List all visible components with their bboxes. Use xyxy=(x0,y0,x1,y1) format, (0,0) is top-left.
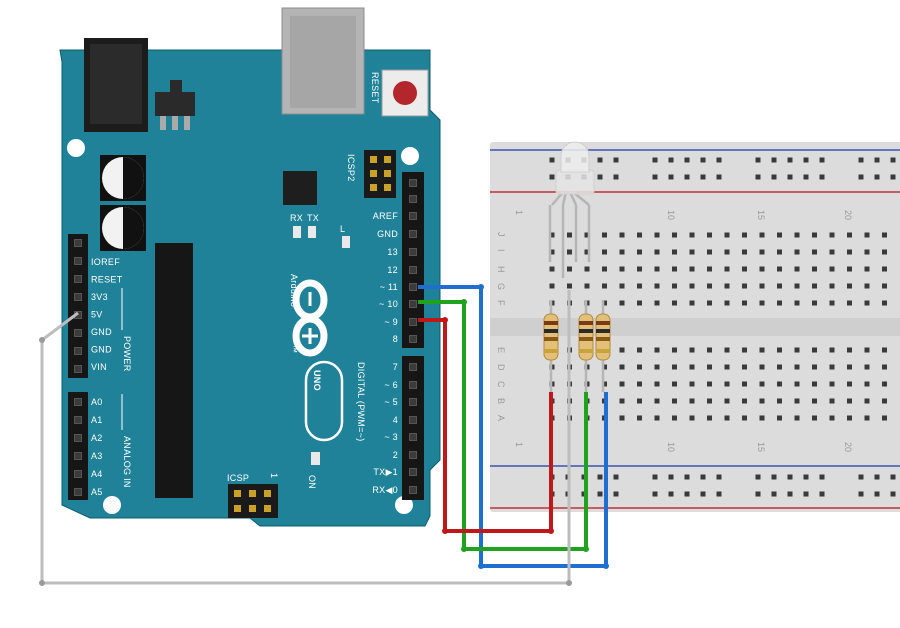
digital-pin-label: GND xyxy=(377,229,398,239)
wires xyxy=(39,284,609,586)
analog-pin-label: A5 xyxy=(91,487,103,497)
digital-pin-label: ~ 3 xyxy=(384,432,398,442)
resistor xyxy=(543,300,559,392)
brand-label: Arduino xyxy=(289,274,299,307)
icsp2-label: ICSP2 xyxy=(346,154,356,182)
row-label: B xyxy=(496,398,506,404)
digital-pin-label: 7 xyxy=(393,362,398,372)
tx-label: TX xyxy=(307,213,319,223)
icsp-header xyxy=(228,484,278,518)
digital-pin-label: 2 xyxy=(393,450,398,460)
icsp-pin1-label: 1 xyxy=(269,473,279,478)
column-number: 1 xyxy=(514,442,524,447)
analog-section-label: ANALOG IN xyxy=(122,436,132,488)
digital-pin-label: ~ 9 xyxy=(384,317,398,327)
column-number: 20 xyxy=(843,442,853,452)
power-pin-label: 5V xyxy=(91,310,103,320)
arduino-logo xyxy=(292,279,328,357)
column-number: 1 xyxy=(514,210,524,215)
power-pin-label: RESET xyxy=(91,275,123,285)
digital-pin-label: 13 xyxy=(387,247,398,257)
row-label: I xyxy=(496,249,506,252)
row-label: F xyxy=(496,300,506,306)
resistors xyxy=(543,300,611,392)
analog-header xyxy=(68,392,88,500)
arduino-uno-board: RESET ICSP2 TX RX L xyxy=(59,7,441,527)
column-number: 15 xyxy=(756,442,766,452)
power-pin-label: VIN xyxy=(91,362,107,372)
column-number: 10 xyxy=(666,442,676,452)
digital-pin-label: ~ 11 xyxy=(380,282,398,292)
digital-label: DIGITAL (PWM=~) xyxy=(356,362,366,442)
trademark-label: ™ xyxy=(289,344,299,353)
analog-pin-label: A3 xyxy=(91,451,103,461)
resistor xyxy=(578,300,594,392)
column-number: 10 xyxy=(666,210,676,220)
power-header xyxy=(68,234,88,378)
breadboard: J I H G F E D C B A 1 1 10 10 15 15 20 20 xyxy=(490,142,900,512)
on-label: ON xyxy=(307,475,317,489)
model-label: UNO xyxy=(312,370,322,391)
row-label: C xyxy=(496,381,506,388)
digital-pin-label: 8 xyxy=(393,334,398,344)
row-label: E xyxy=(496,347,506,353)
digital-pin-label: RX◀0 xyxy=(372,485,398,495)
rx-label: RX xyxy=(290,213,303,223)
row-label: H xyxy=(496,266,506,273)
icsp2-header xyxy=(364,150,396,198)
resistor xyxy=(595,300,611,392)
reset-label: RESET xyxy=(370,72,380,104)
power-pin-label: 3V3 xyxy=(91,292,108,302)
rgb-led xyxy=(548,141,595,278)
capacitor-1 xyxy=(100,155,146,201)
column-number: 20 xyxy=(843,210,853,220)
analog-pin-label: A0 xyxy=(91,397,103,407)
digital-pin-label: ~ 6 xyxy=(384,380,398,390)
row-label: D xyxy=(496,364,506,371)
digital-pin-label: 4 xyxy=(393,415,398,425)
power-section-label: POWER xyxy=(122,336,132,372)
analog-pin-label: A1 xyxy=(91,415,103,425)
digital-pin-label: ~ 10 xyxy=(379,299,398,309)
analog-pin-label: A4 xyxy=(91,469,103,479)
column-number: 15 xyxy=(756,210,766,220)
row-label: J xyxy=(496,232,506,237)
analog-pin-label: A2 xyxy=(91,433,103,443)
digital-pin-label: AREF xyxy=(373,211,398,221)
row-label: G xyxy=(496,283,506,290)
microcontroller-chip xyxy=(155,243,193,498)
digital-pin-label: ~ 5 xyxy=(384,397,398,407)
capacitor-2 xyxy=(100,205,146,251)
digital-pin-label: 12 xyxy=(387,265,398,275)
icsp-label: ICSP xyxy=(227,473,249,483)
digital-header-low xyxy=(402,356,424,500)
power-pin-label: GND xyxy=(91,327,112,337)
power-pin-label: IOREF xyxy=(91,257,120,267)
row-label: A xyxy=(496,415,506,421)
digital-pin-label: TX▶1 xyxy=(373,467,398,477)
l-label: L xyxy=(340,224,345,234)
power-pin-label: GND xyxy=(91,345,112,355)
